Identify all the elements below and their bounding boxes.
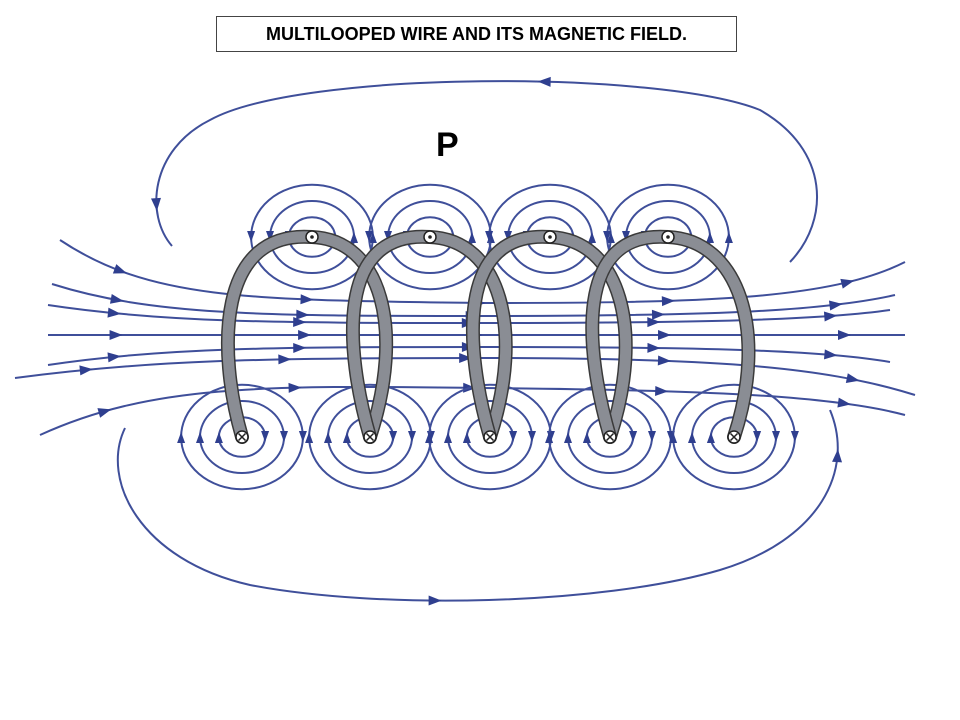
current-in-marker [235, 430, 249, 444]
current-out-marker [305, 230, 319, 244]
field-arrow [293, 317, 307, 328]
field-arrow [408, 431, 416, 442]
field-arrow [288, 382, 302, 393]
field-arrow [296, 309, 310, 320]
field-arrow [300, 294, 314, 305]
field-arrow [545, 432, 554, 443]
field-arrow [823, 311, 838, 322]
field-arrow [428, 595, 442, 606]
outer-field-loops [116, 76, 843, 606]
current-in-marker [363, 430, 377, 444]
field-arrow [247, 231, 256, 242]
field-arrow [648, 431, 656, 442]
field-arrow [150, 197, 161, 212]
field-arrow [688, 432, 696, 443]
field-arrow [606, 232, 615, 243]
field-arrow [669, 432, 678, 443]
field-arrow [109, 293, 124, 304]
field-arrow [657, 355, 671, 366]
field-arrow [582, 432, 591, 443]
field-arrow [537, 76, 551, 87]
field-arrow [658, 330, 672, 340]
field-arrow [588, 232, 596, 243]
outer-field-loop-bottom [116, 409, 839, 602]
field-arrow [655, 385, 669, 396]
field-arrow [647, 342, 661, 353]
field-arrow [459, 353, 473, 364]
field-arrow [365, 231, 374, 242]
field-arrow [444, 432, 452, 443]
field-arrow [790, 431, 799, 442]
field-arrow [837, 397, 851, 408]
field-arrow [528, 431, 536, 442]
field-arrow [661, 296, 675, 307]
field-arrow [79, 365, 93, 376]
field-arrow [384, 231, 392, 242]
field-arrow [485, 231, 494, 242]
field-arrow [845, 373, 860, 384]
field-arrow [214, 432, 223, 443]
field-arrow [647, 317, 661, 328]
field-arrow [177, 432, 186, 443]
wire-current-markers [235, 230, 741, 444]
field-arrow [280, 431, 288, 442]
field-arrow [112, 264, 127, 274]
field-arrow [706, 432, 715, 443]
field-arrow [724, 232, 733, 243]
field-arrow [324, 432, 332, 443]
field-arrow [462, 432, 471, 443]
field-arrow [509, 431, 518, 442]
field-arrow [832, 449, 843, 463]
field-arrow [504, 231, 512, 242]
field-arrow [651, 309, 666, 320]
field-arrow [838, 330, 852, 340]
diagram-title: MULTILOOPED WIRE AND ITS MAGNETIC FIELD. [216, 16, 737, 52]
field-arrow [368, 232, 377, 243]
field-arrow [824, 349, 838, 360]
field-arrow [298, 431, 307, 442]
field-arrow [425, 432, 434, 443]
field-arrow [97, 408, 112, 418]
field-arrow [753, 431, 762, 442]
field-arrow [603, 231, 612, 242]
current-out-marker [543, 230, 557, 244]
field-arrow [298, 330, 312, 340]
field-arrow [772, 431, 780, 442]
field-arrow [564, 432, 572, 443]
field-arrow [266, 231, 274, 242]
field-arrow [305, 432, 314, 443]
axial-field-lines [14, 239, 916, 436]
field-arrow [629, 431, 638, 442]
field-arrow [261, 431, 270, 442]
field-arrow [840, 278, 855, 289]
field-arrow [196, 432, 204, 443]
current-in-marker [727, 430, 741, 444]
point-p-label: P [436, 126, 459, 164]
field-arrow [293, 342, 307, 353]
field-arrow [342, 432, 351, 443]
field-arrow [278, 354, 292, 365]
field-arrow [109, 330, 123, 340]
field-arrow [107, 307, 121, 318]
field-arrow [389, 431, 398, 442]
field-arrow [828, 300, 843, 311]
current-in-marker [603, 430, 617, 444]
field-arrow [706, 232, 714, 243]
current-out-marker [661, 230, 675, 244]
field-arrow [350, 232, 358, 243]
current-out-marker [423, 230, 437, 244]
bottom-wire-field-circles [177, 383, 799, 491]
field-arrow [622, 231, 630, 242]
outer-field-loop-top [155, 80, 818, 263]
current-in-marker [483, 430, 497, 444]
field-arrow [468, 232, 476, 243]
field-arrow [107, 352, 121, 363]
